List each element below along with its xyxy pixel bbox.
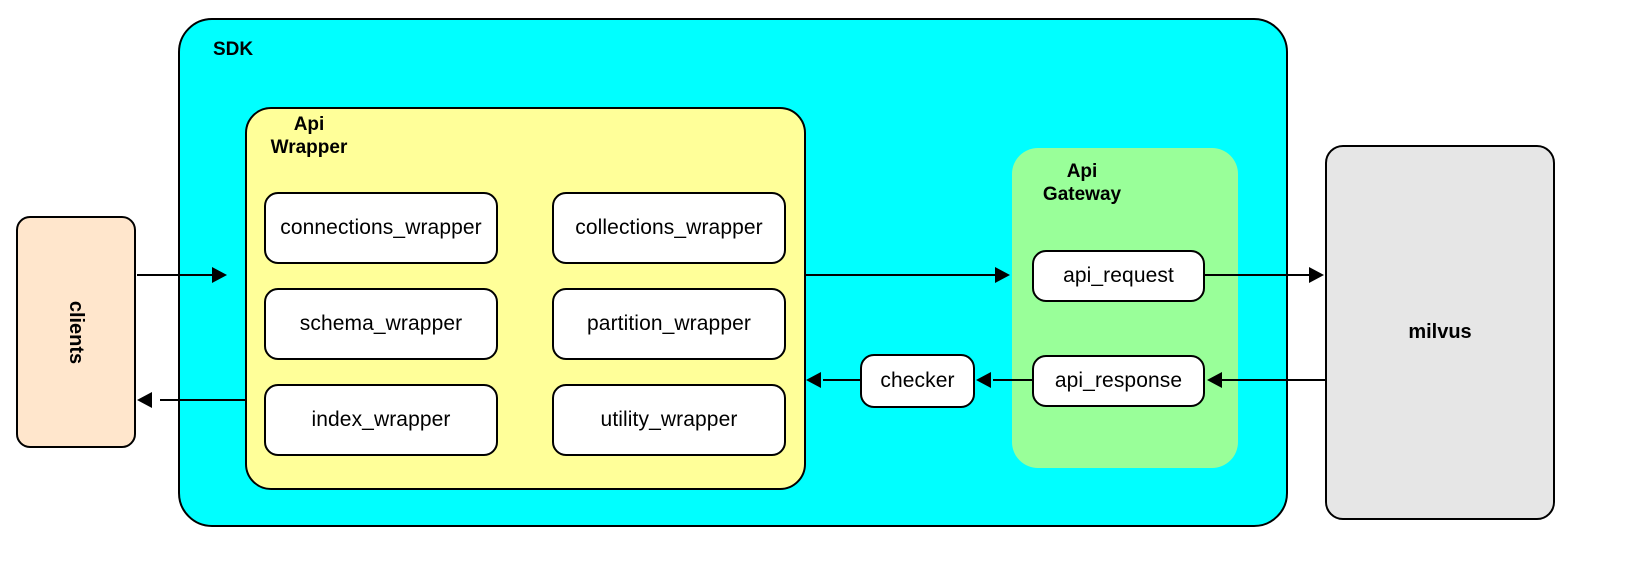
arrow-left-icon <box>976 372 991 388</box>
module-connections-wrapper[interactable]: connections_wrapper <box>264 192 498 264</box>
arrow-left-icon <box>137 392 152 408</box>
module-utility-wrapper[interactable]: utility_wrapper <box>552 384 786 456</box>
arrow-right-icon <box>1309 267 1324 283</box>
module-api-request[interactable]: api_request <box>1032 250 1205 302</box>
clients-label-wrap: clients <box>18 218 134 446</box>
module-partition-wrapper[interactable]: partition_wrapper <box>552 288 786 360</box>
edge-api-request-to-milvus <box>1205 274 1310 276</box>
edge-api-wrapper-to-api-gateway <box>806 274 996 276</box>
node-milvus[interactable]: milvus <box>1325 145 1555 520</box>
edge-clients-to-api-wrapper <box>137 274 217 276</box>
edge-api-response-to-checker <box>993 379 1032 381</box>
arrow-right-icon <box>995 267 1010 283</box>
module-api-response[interactable]: api_response <box>1032 355 1205 407</box>
arrow-left-icon <box>1207 372 1222 388</box>
module-collections-wrapper[interactable]: collections_wrapper <box>552 192 786 264</box>
clients-label: clients <box>65 300 88 364</box>
arrow-right-icon <box>212 267 227 283</box>
node-clients[interactable]: clients <box>16 216 136 448</box>
module-index-wrapper[interactable]: index_wrapper <box>264 384 498 456</box>
edge-checker-to-api-wrapper <box>823 379 860 381</box>
arrow-left-icon <box>806 372 821 388</box>
node-api-gateway[interactable] <box>1012 148 1238 468</box>
module-schema-wrapper[interactable]: schema_wrapper <box>264 288 498 360</box>
edge-milvus-to-api-response <box>1222 379 1325 381</box>
node-checker[interactable]: checker <box>860 354 975 408</box>
edge-api-wrapper-to-clients <box>160 399 245 401</box>
